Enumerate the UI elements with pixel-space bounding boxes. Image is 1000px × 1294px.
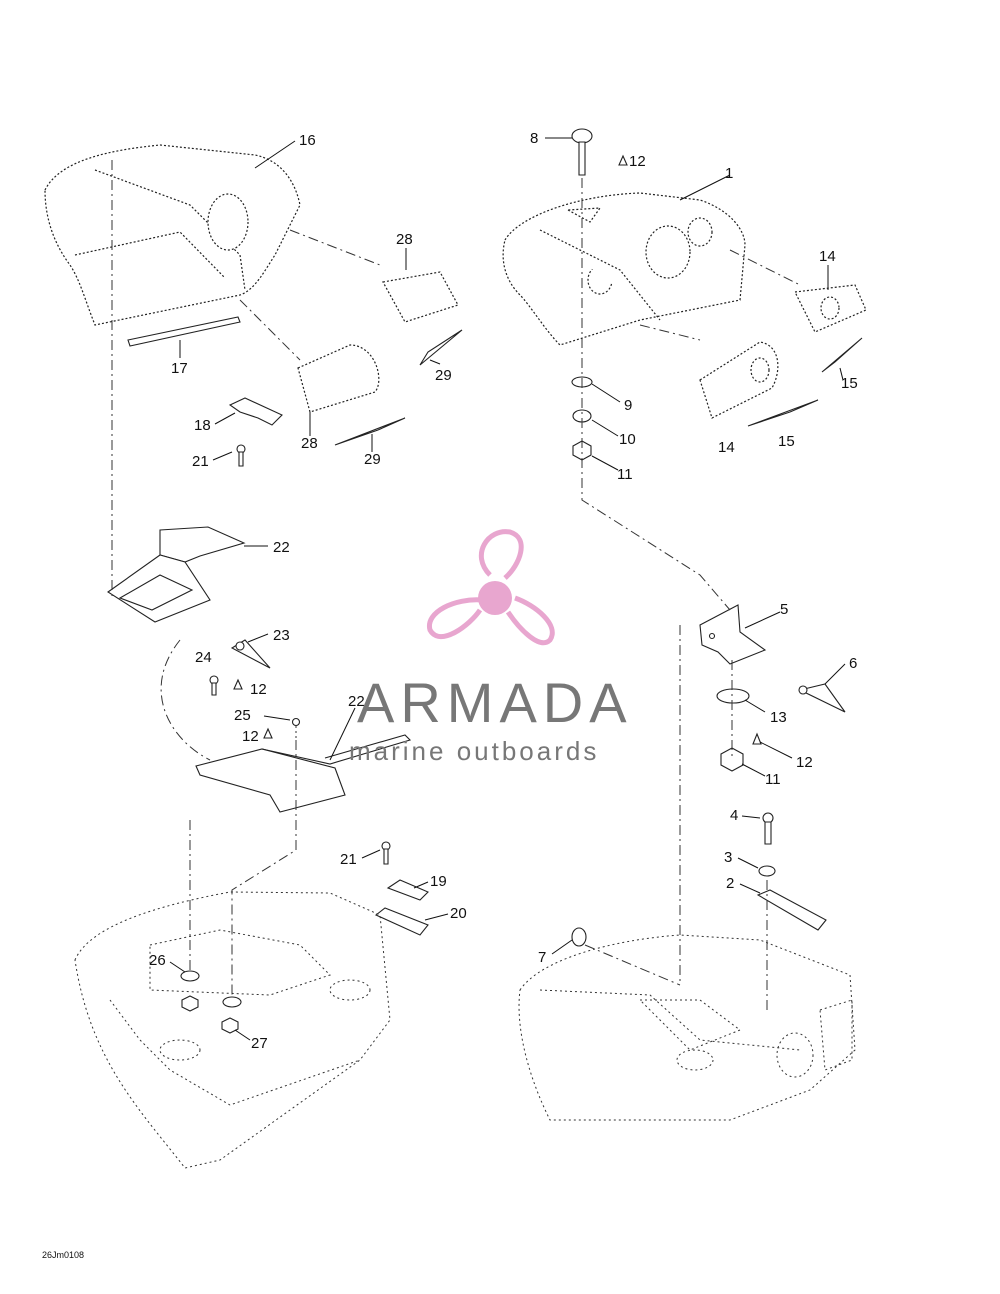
part-2-strap: [756, 889, 827, 931]
callout-21-upper: 21: [192, 453, 209, 470]
callout-12-a: 12: [250, 681, 267, 698]
watermark-brand: ARMADA: [357, 671, 633, 734]
part-1-cover: [502, 192, 746, 346]
part-22-lower-tray: [195, 734, 412, 813]
armada-watermark: ARMADA marine outboards: [349, 529, 633, 766]
propeller-blade-top: [478, 529, 524, 580]
callout-13: 13: [770, 709, 787, 726]
callout-14-upper: 14: [819, 248, 836, 265]
callout-6: 6: [849, 655, 857, 672]
part-27-nut-a: [181, 995, 199, 1012]
callout-2: 2: [726, 875, 734, 892]
part-21-screw-upper: [236, 444, 246, 467]
leader-lines: [169, 137, 846, 1041]
part-13-washer: [716, 688, 750, 704]
callout-1: 1: [725, 165, 733, 182]
part-28-lower: [297, 344, 380, 413]
part-14-lower: [699, 341, 779, 419]
part-26-washer-b: [222, 996, 242, 1008]
callout-15-upper: 15: [841, 375, 858, 392]
part-23-rivet: [230, 639, 271, 669]
propeller-blade-right: [505, 595, 555, 646]
callout-29-lower: 29: [364, 451, 381, 468]
callout-11-lower: 11: [765, 771, 781, 788]
callout-12-c: 12: [629, 153, 646, 170]
callout-14-lower: 14: [718, 439, 735, 456]
part-18-bracket: [228, 397, 283, 426]
part-6-rivet: [798, 683, 846, 713]
part-3-washer: [758, 865, 776, 877]
part-14-upper: [794, 284, 867, 333]
left-hull-body: [74, 891, 391, 1169]
propeller-blade-left: [427, 597, 483, 639]
callout-28-lower: 28: [301, 435, 318, 452]
callout-24: 24: [195, 649, 212, 666]
part-29-upper: [419, 329, 463, 366]
callout-9: 9: [624, 397, 632, 414]
watermark-tagline: marine outboards: [349, 736, 599, 766]
callout-17: 17: [171, 360, 188, 377]
part-21-screw-lower: [381, 841, 391, 865]
callout-10: 10: [619, 431, 636, 448]
part-15-lower: [747, 399, 819, 427]
callout-27: 27: [251, 1035, 268, 1052]
callout-26: 26: [149, 952, 166, 969]
callout-23: 23: [273, 627, 290, 644]
part-15-upper: [821, 337, 863, 373]
part-27-nut-b: [221, 1017, 239, 1034]
part-28-upper: [382, 271, 459, 323]
callout-16: 16: [299, 132, 316, 149]
callout-18: 18: [194, 417, 211, 434]
callout-12-b: 12: [242, 728, 259, 745]
part-12-clip-c: [618, 154, 628, 166]
part-25-screw: [291, 717, 301, 738]
part-5-bracket: [699, 604, 767, 665]
callout-21-lower: 21: [340, 851, 357, 868]
part-24-screw: [209, 675, 219, 696]
propeller-hub: [478, 581, 512, 615]
callout-25: 25: [234, 707, 251, 724]
callout-11-upper: 11: [617, 466, 633, 483]
part-12-clip-a: [233, 678, 243, 690]
callout-15-lower: 15: [778, 433, 795, 450]
callout-4: 4: [730, 807, 738, 824]
callout-8: 8: [530, 130, 538, 147]
callout-12-d: 12: [796, 754, 813, 771]
part-12-clip-b: [263, 727, 273, 739]
part-26-washer-a: [180, 970, 200, 982]
part-8-bolt: [571, 128, 593, 176]
part-22-upper-panel: [107, 526, 246, 623]
callout-labels: 16 17 28 29 28 29 18 21 22 23 24 12 25 1…: [149, 130, 858, 1052]
callout-3: 3: [724, 849, 732, 866]
drawing-code: 26Jm0108: [42, 1250, 84, 1260]
callout-28-upper: 28: [396, 231, 413, 248]
part-29-lower: [334, 417, 406, 446]
callout-7: 7: [538, 949, 546, 966]
callout-29-upper: 29: [435, 367, 452, 384]
part-16-cover: [44, 144, 301, 326]
propeller-logo: [427, 529, 555, 646]
part-19-clip: [386, 879, 429, 901]
part-7-button: [571, 927, 587, 947]
right-hull-body: [518, 934, 856, 1121]
callout-19: 19: [430, 873, 447, 890]
part-20-bracket: [374, 907, 429, 936]
callout-20: 20: [450, 905, 467, 922]
part-17-strip: [127, 316, 241, 347]
callout-22-upper: 22: [273, 539, 290, 556]
callout-22-lower: 22: [348, 693, 365, 710]
part-4-screw: [762, 812, 774, 845]
callout-5: 5: [780, 601, 788, 618]
part-11-nut-lower: [720, 747, 744, 772]
part-12-clip-d: [752, 732, 762, 745]
